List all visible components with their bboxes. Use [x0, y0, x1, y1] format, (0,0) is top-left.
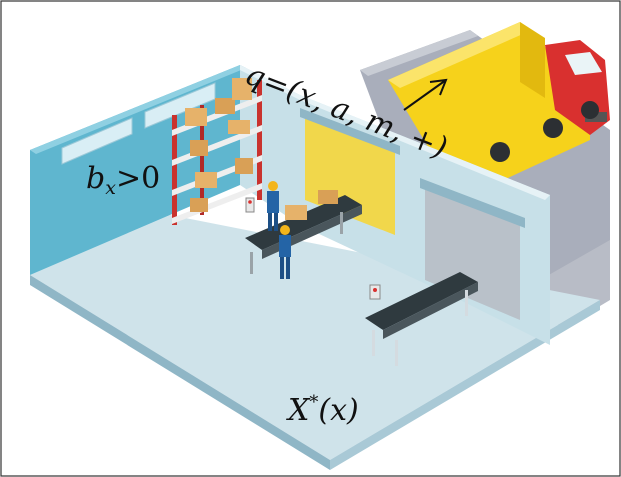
- control-light: [248, 200, 252, 204]
- worker-leg: [274, 213, 278, 231]
- truck-wheel: [581, 101, 599, 119]
- truck-wheel: [543, 118, 563, 138]
- conveyor-leg: [340, 212, 343, 234]
- control-light: [373, 288, 377, 292]
- box: [185, 108, 207, 126]
- buffer-condition-label: bx>0: [86, 161, 160, 199]
- box: [215, 98, 235, 114]
- conveyor-leg: [395, 340, 398, 366]
- control-panel: [246, 198, 254, 212]
- box: [228, 120, 250, 134]
- box: [190, 140, 208, 156]
- box: [235, 158, 253, 174]
- worker-leg: [280, 257, 284, 279]
- conveyor-leg: [465, 290, 468, 316]
- truck-wheel: [490, 142, 510, 162]
- worker-leg: [268, 213, 272, 231]
- box: [318, 190, 338, 204]
- worker-leg: [286, 257, 290, 279]
- worker-helmet: [268, 181, 278, 191]
- worker-helmet: [280, 225, 290, 235]
- conveyor-leg: [372, 330, 375, 356]
- box: [195, 172, 217, 188]
- conveyor-leg: [250, 252, 253, 274]
- worker-body: [279, 235, 291, 257]
- box: [285, 205, 307, 220]
- worker-body: [267, 191, 279, 213]
- policy-label: X*(x): [286, 392, 359, 428]
- worker-back: [267, 181, 279, 231]
- box: [190, 198, 208, 212]
